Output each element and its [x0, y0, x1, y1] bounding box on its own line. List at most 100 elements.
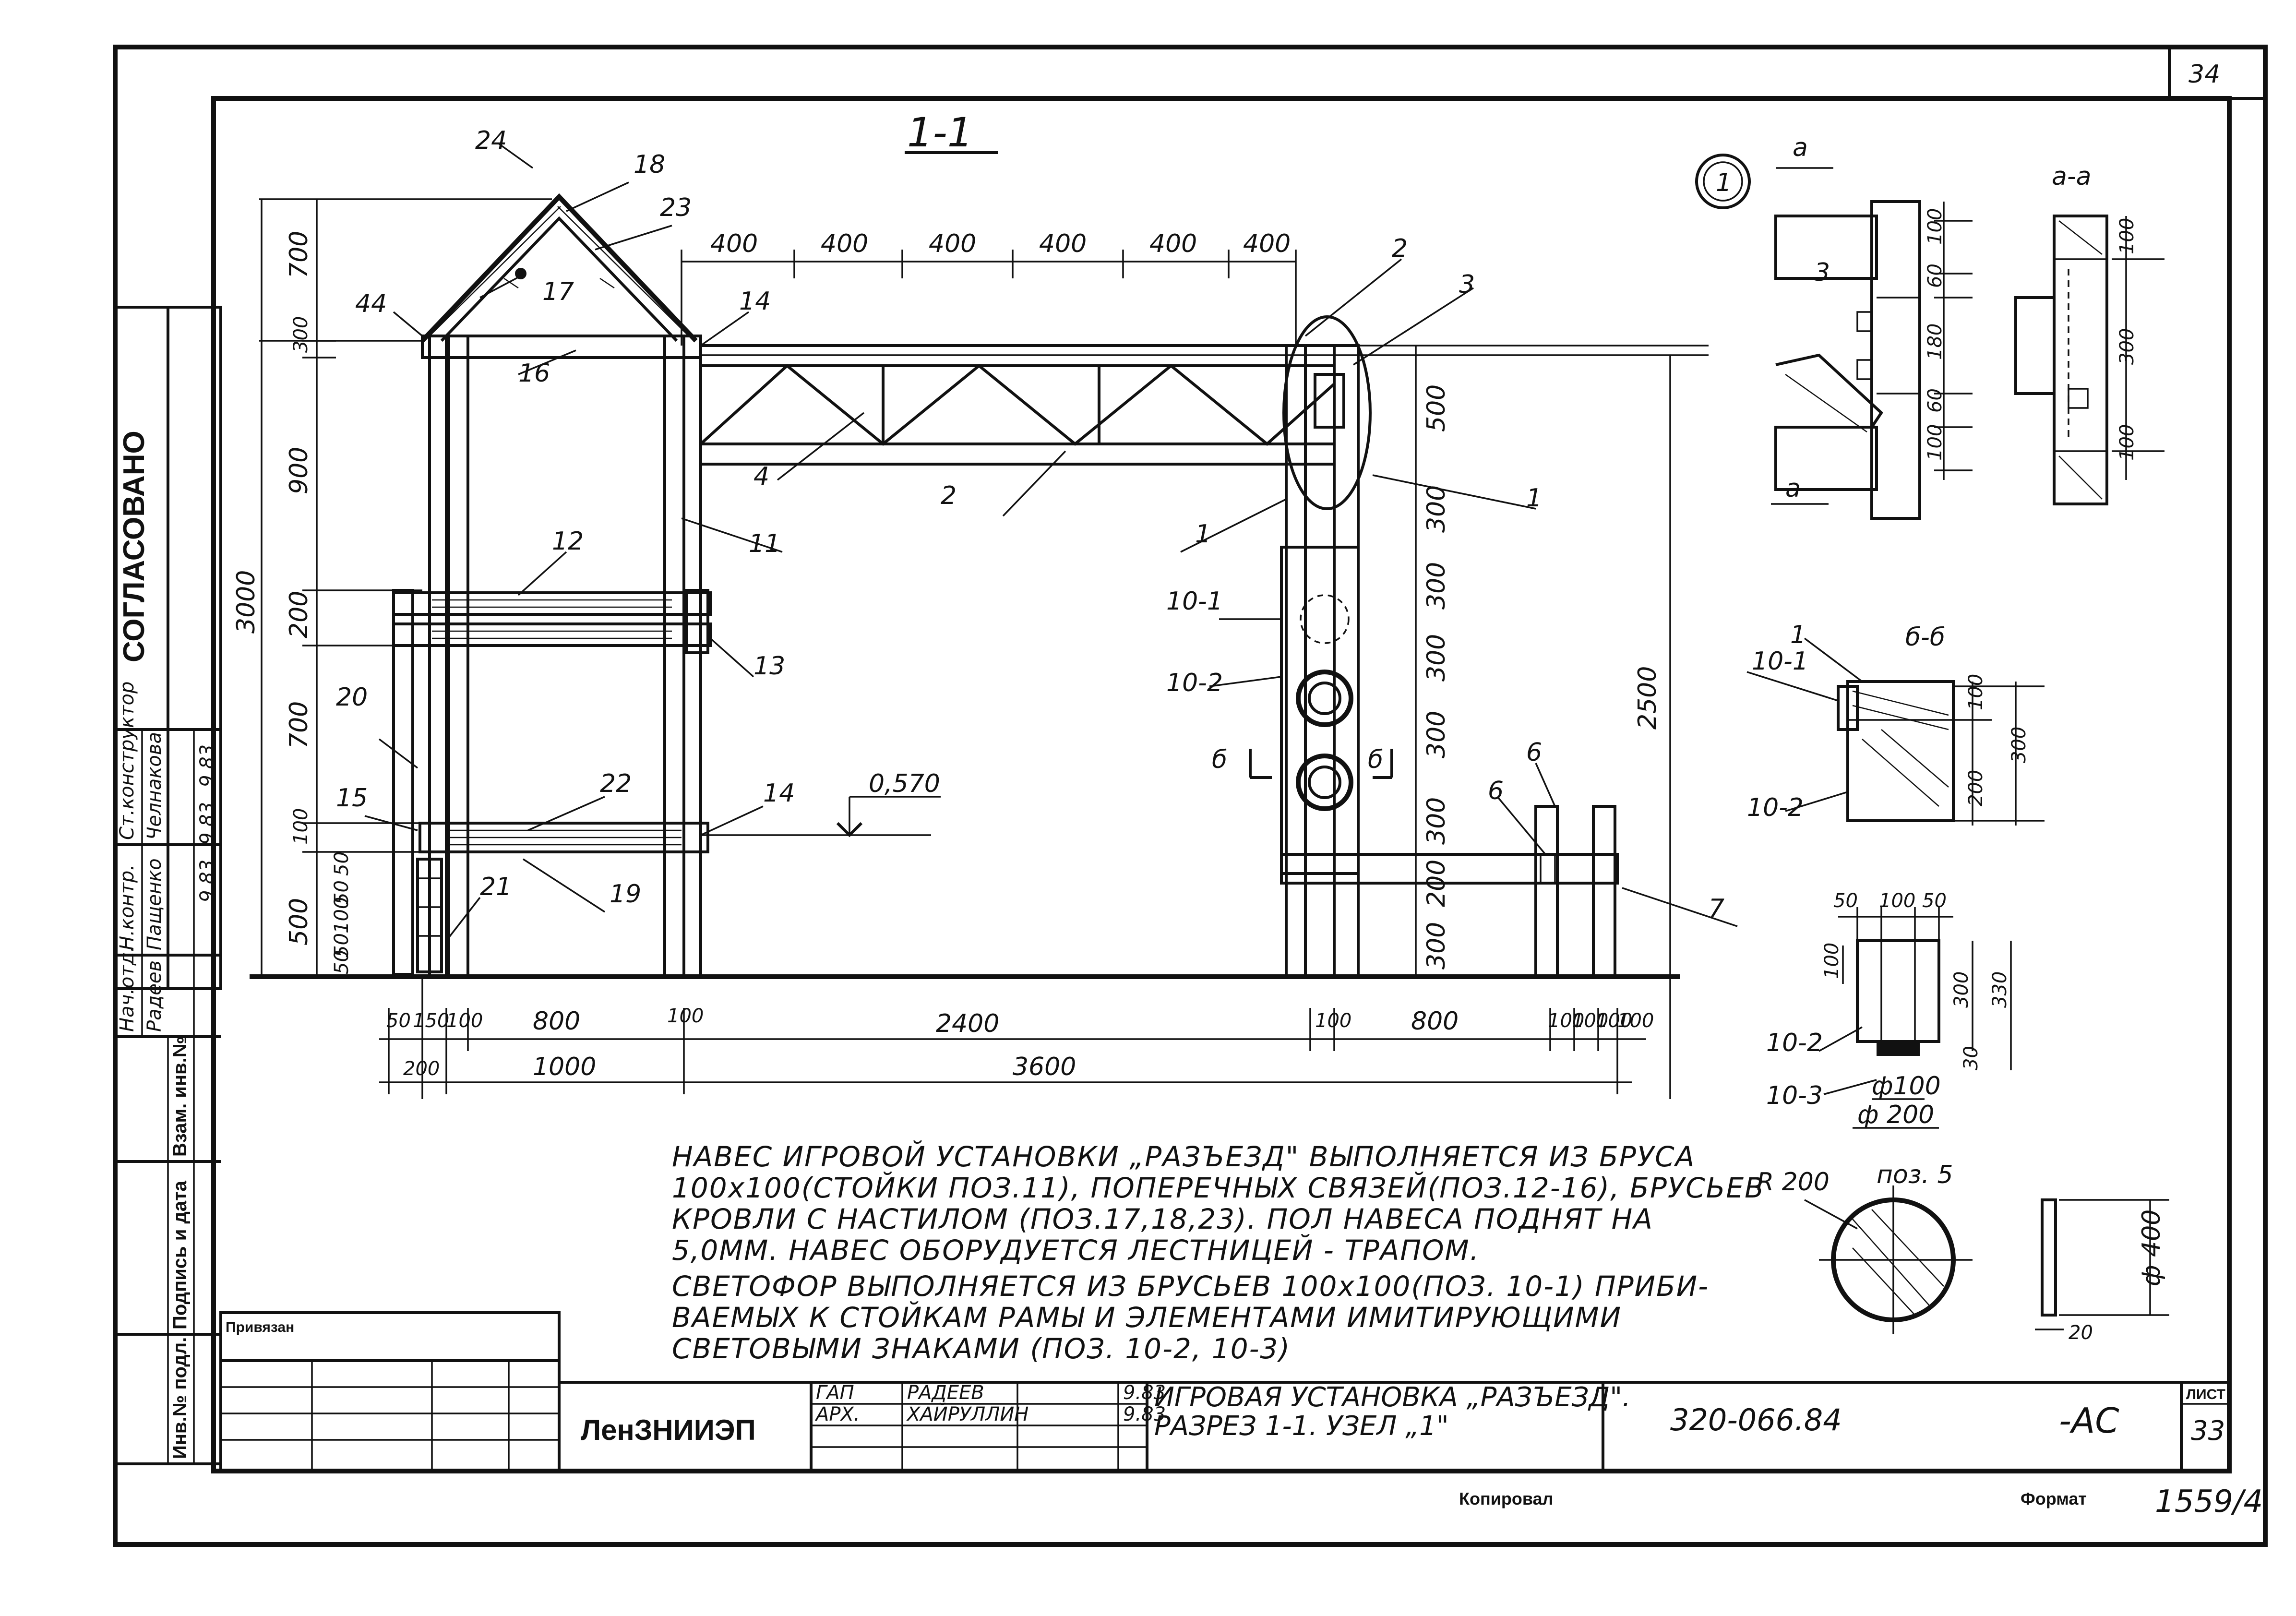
dim-sig-1: 500	[1422, 384, 1451, 432]
node-circle-inner	[1703, 161, 1743, 202]
pos-16: 16	[518, 359, 550, 388]
dim-top-4: 400	[1039, 229, 1087, 258]
corner-sheet-number: 34	[2188, 60, 2220, 89]
dim-left-2: 300	[290, 316, 312, 353]
sig-dim-side-2: 300	[1950, 971, 1973, 1008]
detail-a-dim-5: 100	[1924, 424, 1946, 461]
pos-24: 24	[475, 126, 507, 155]
dim-sig-2: 300	[1422, 485, 1451, 533]
pos-14a: 14	[739, 287, 771, 316]
dim-left-6: 100	[290, 808, 312, 845]
pos-23: 23	[660, 193, 692, 222]
section-title: 1-1	[907, 109, 973, 156]
dim-left-5: 700	[285, 701, 313, 749]
dim-bot-11: 100	[1596, 1010, 1632, 1032]
note-1-line-4: 5,0ММ. НАВЕС ОБОРУДУЕТСЯ ЛЕСТНИЦЕЙ - ТРА…	[672, 1233, 1480, 1267]
left-approval-strip	[114, 306, 222, 1465]
copied-label: Копировал	[1459, 1489, 1553, 1508]
format-label: Формат	[2021, 1489, 2087, 1508]
strip-name-3: Челнакова	[144, 732, 166, 840]
dim-bot-7: 100	[1315, 1010, 1351, 1032]
dim-bot-10: 100	[1572, 1010, 1608, 1032]
strip-name-2: Пащенко	[144, 858, 166, 950]
section-bb-title: б-б	[1905, 623, 1945, 652]
pos-10-2: 10-2	[1166, 669, 1223, 697]
canopy-posts	[392, 335, 712, 978]
sig-dim-top-1: 50	[1833, 890, 1858, 912]
disk-pos-5: поз. 5	[1877, 1161, 1953, 1189]
detail-a-dim-1: 100	[1924, 208, 1946, 245]
note-2-line-3: СВЕТОВЫМИ ЗНАКАМИ (ПОЗ. 10-2, 10-3)	[672, 1332, 1291, 1365]
dim-sig-5: 300	[1422, 711, 1451, 758]
disk-radius: R 200	[1757, 1168, 1830, 1197]
dim-left-overall: 3000	[232, 570, 261, 634]
dim-sig-6: 300	[1422, 797, 1451, 845]
dim-left-small-3: 100	[331, 897, 353, 934]
detail-bb-dim-1: 100	[1965, 674, 1987, 710]
pos-22: 22	[600, 769, 632, 798]
dim-bot2-1: 200	[403, 1058, 440, 1080]
note-2-line-2: ВАЕМЫХ К СТОЙКАМ РАМЫ И ЭЛЕМЕНТАМИ ИМИТИ…	[672, 1301, 1622, 1334]
pos-11: 11	[749, 529, 780, 558]
sig-pos-10-2: 10-2	[1766, 1029, 1823, 1057]
pos-10-1: 10-1	[1166, 587, 1223, 616]
pos-14b: 14	[763, 779, 795, 808]
dim-top-6: 400	[1243, 229, 1291, 258]
detail-bb-dim-3: 300	[2008, 727, 2030, 763]
date-2: 9.83	[1123, 1403, 1166, 1425]
pos-21: 21	[480, 873, 512, 901]
node-label: 1	[1716, 168, 1732, 197]
detail-bb-pos-1: 1	[1790, 621, 1806, 649]
dim-right-height: 2500	[1633, 666, 1662, 730]
sig-pos-10-3: 10-3	[1766, 1081, 1823, 1110]
pos-17: 17	[542, 277, 574, 306]
detail-aa-dim-3: 100	[2116, 424, 2138, 461]
pos-18: 18	[634, 150, 665, 179]
sig-dim-side-3: 330	[1989, 971, 2011, 1008]
strip-name-1: Радеев	[144, 960, 166, 1032]
dim-left-1: 700	[285, 231, 313, 278]
dim-top-5: 400	[1149, 229, 1197, 258]
note-2-line-1: СВЕТОФОР ВЫПОЛНЯЕТСЯ ИЗ БРУСЬЕВ 100x100(…	[672, 1270, 1709, 1303]
pos-15: 15	[336, 784, 368, 813]
section-aa-title: a-a	[2052, 162, 2092, 191]
organization-name: ЛенЗНИИЭП	[581, 1414, 756, 1446]
detail-bb-dim-2: 200	[1965, 770, 1987, 806]
top-dimension-chain	[259, 198, 1709, 977]
pos-1b: 1	[1195, 520, 1211, 549]
pos-4: 4	[753, 462, 769, 491]
strip-role-1: Нач.отд.	[116, 946, 138, 1032]
title-desc-line-2: РАЗРЕЗ 1-1. УЗЕЛ „1"	[1154, 1411, 1449, 1442]
section-a-top: a	[1793, 133, 1808, 162]
detail-a-dim-3: 180	[1924, 323, 1946, 360]
document-mark: -АС	[2059, 1401, 2119, 1441]
detail-a-dim-4: 60	[1924, 388, 1946, 413]
detail-bb-pos-10-1: 10-1	[1752, 647, 1808, 676]
title-block	[219, 1311, 2231, 1472]
strip-date-1: 9.83	[196, 744, 218, 787]
sig-dim-side-4: 30	[1960, 1046, 1982, 1070]
dim-top-2: 400	[821, 229, 868, 258]
bottom-dimension-chains	[379, 1008, 1646, 1094]
role-arch: АРХ.	[814, 1403, 860, 1425]
strip-role-2: Н.контр.	[116, 864, 138, 950]
node-circle-outer	[1695, 154, 1751, 209]
section-mark-b-left: б	[1212, 745, 1227, 774]
level-mark	[701, 796, 941, 838]
strip-vzam: Взам. инв.№	[169, 1036, 191, 1157]
name-khairullin: ХАЙРУЛЛИН	[906, 1402, 1028, 1425]
dim-left-small-2: 50	[331, 880, 353, 905]
disk-thickness: 20	[2069, 1322, 2093, 1344]
note-1-line-2: 100x100(СТОЙКИ ПОЗ.11), ПОПЕРЕЧНЫХ СВЯЗЕ…	[672, 1171, 1765, 1204]
strip-inv-orig: Инв.№ подл.	[169, 1337, 191, 1459]
strip-date-3: 9.83	[196, 860, 218, 902]
sig-dim-top-3: 50	[1922, 890, 1947, 912]
detail-aa-dim-1: 100	[2116, 218, 2138, 254]
pos-6b: 6	[1488, 777, 1504, 805]
disk-diameter: ф 400	[2137, 1209, 2166, 1286]
detail-disk	[1804, 1185, 2169, 1334]
role-gap: ГАП	[816, 1382, 854, 1404]
sig-d100: ф100	[1872, 1072, 1941, 1101]
pos-3: 3	[1459, 270, 1475, 299]
strip-role-3: Ст.конструктор	[116, 682, 138, 840]
